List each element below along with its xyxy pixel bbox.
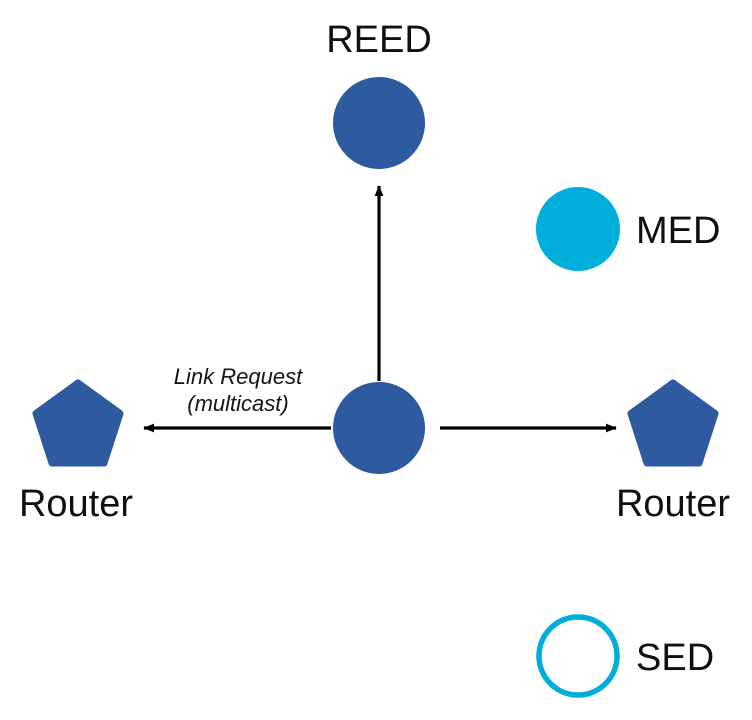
node-router-right-label: Router [616,483,730,525]
node-med-shape[interactable] [536,187,620,271]
node-med-label: MED [636,210,720,252]
link-request-label-line2: (multicast) [187,391,288,416]
link-request-label-line1: Link Request [174,364,303,389]
node-sed-label: SED [636,637,714,679]
node-group: REED MED SED Router Router [19,19,730,698]
node-reed-shape[interactable] [333,77,425,169]
node-router-left-label: Router [19,483,133,525]
node-router-right-shape[interactable] [627,379,719,467]
annotation-group: Link Request (multicast) [174,364,303,416]
node-sed-shape[interactable] [536,614,620,698]
edge-group [143,185,617,433]
node-source-shape[interactable] [333,382,425,474]
node-reed-label: REED [326,19,432,61]
node-router-left-shape[interactable] [32,379,124,467]
